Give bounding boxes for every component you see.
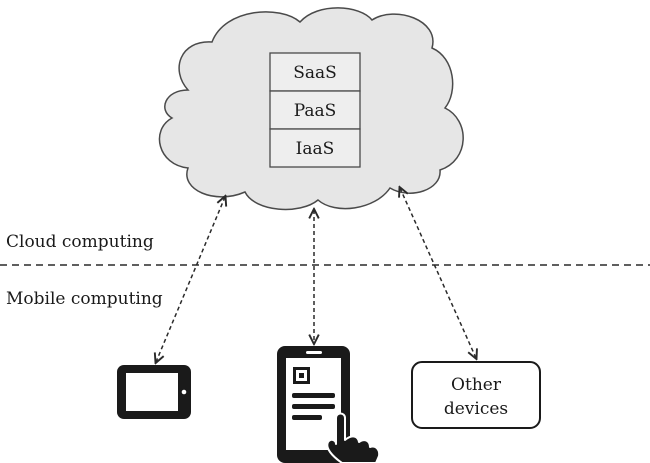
mobile-computing-label: Mobile computing bbox=[6, 289, 163, 309]
layer-box-saas bbox=[269, 52, 361, 92]
layer-label-paas: PaaS bbox=[294, 101, 337, 121]
connector-tablet bbox=[156, 197, 225, 362]
connector-other-devices bbox=[400, 188, 476, 358]
layer-box-iaas bbox=[269, 128, 361, 168]
cloud-computing-label: Cloud computing bbox=[6, 232, 154, 252]
hand-pointer-icon bbox=[326, 412, 381, 463]
tablet-icon bbox=[117, 365, 191, 419]
layer-label-saas: SaaS bbox=[293, 63, 337, 83]
other-devices-line2: devices bbox=[444, 399, 508, 419]
smartphone-touch-icon bbox=[277, 346, 381, 463]
service-layer-stack: SaaS PaaS IaaS bbox=[269, 52, 361, 168]
other-devices-line1: Other bbox=[451, 375, 502, 395]
other-devices-box: Other devices bbox=[411, 361, 541, 429]
layer-label-iaas: IaaS bbox=[296, 139, 335, 159]
